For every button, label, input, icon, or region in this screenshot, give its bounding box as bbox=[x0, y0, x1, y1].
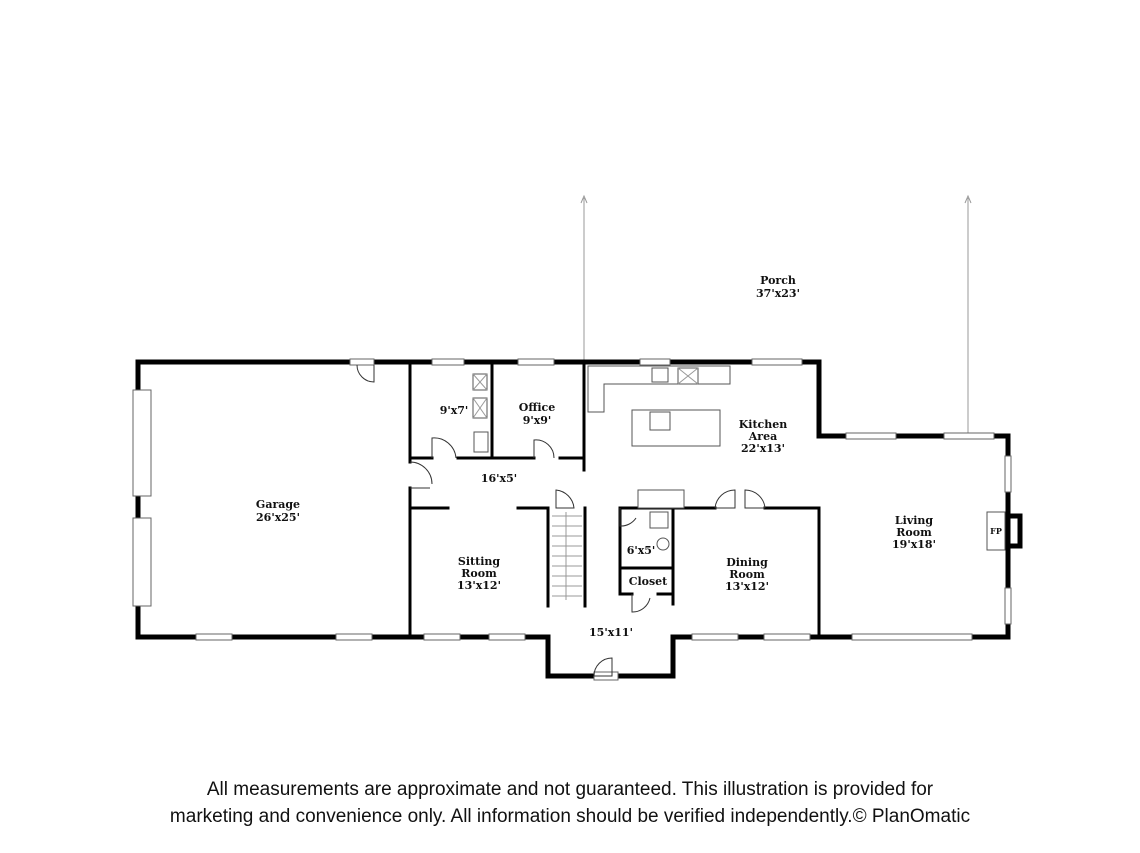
windows bbox=[132, 358, 1012, 641]
kitchen-fixtures bbox=[587, 365, 731, 509]
interior-walls bbox=[408, 360, 821, 639]
utility-fixtures bbox=[472, 373, 489, 453]
sitting-name-2: Room bbox=[461, 567, 497, 580]
bath-dims: 6'x5' bbox=[627, 544, 656, 557]
office-dims: 9'x9' bbox=[523, 414, 552, 427]
disclaimer-line-2: marketing and convenience only. All info… bbox=[169, 806, 971, 827]
porch-dims: 37'x23' bbox=[756, 287, 800, 300]
fireplace bbox=[1005, 513, 1023, 549]
dining-dims: 13'x12' bbox=[725, 580, 769, 593]
kitchen-dims: 22'x13' bbox=[741, 442, 785, 455]
room-labels: Porch 37'x23' Garage 26'x25' 9'x7' Offic… bbox=[256, 274, 1002, 639]
kitchen-name-1: Kitchen bbox=[739, 418, 788, 431]
kitchen-name-2: Area bbox=[748, 430, 777, 443]
living-name-2: Room bbox=[896, 526, 932, 539]
dining-name-2: Room bbox=[729, 568, 765, 581]
fireplace-hearth bbox=[986, 511, 1006, 551]
closet-name: Closet bbox=[629, 575, 668, 588]
hall-dims: 16'x5' bbox=[481, 472, 517, 485]
floor-plan: Porch 37'x23' Garage 26'x25' 9'x7' Offic… bbox=[132, 194, 1023, 681]
utility-dims: 9'x7' bbox=[440, 404, 469, 417]
disclaimer-line-1: All measurements are approximate and not… bbox=[206, 779, 934, 800]
fireplace-label: FP bbox=[990, 526, 1002, 536]
sitting-name-1: Sitting bbox=[458, 555, 500, 568]
porch-name: Porch bbox=[760, 274, 796, 287]
garage-dims: 26'x25' bbox=[256, 511, 300, 524]
living-dims: 19'x18' bbox=[892, 538, 936, 551]
living-name-1: Living bbox=[895, 514, 933, 527]
stairs bbox=[552, 512, 582, 600]
porch-outline bbox=[580, 194, 972, 435]
doors bbox=[349, 358, 766, 681]
garage-name: Garage bbox=[256, 498, 300, 511]
foyer-dims: 15'x11' bbox=[589, 626, 633, 639]
dining-name-1: Dining bbox=[726, 556, 768, 569]
bath-fixtures bbox=[649, 511, 670, 551]
office-name: Office bbox=[519, 401, 556, 414]
sitting-dims: 13'x12' bbox=[457, 579, 501, 592]
